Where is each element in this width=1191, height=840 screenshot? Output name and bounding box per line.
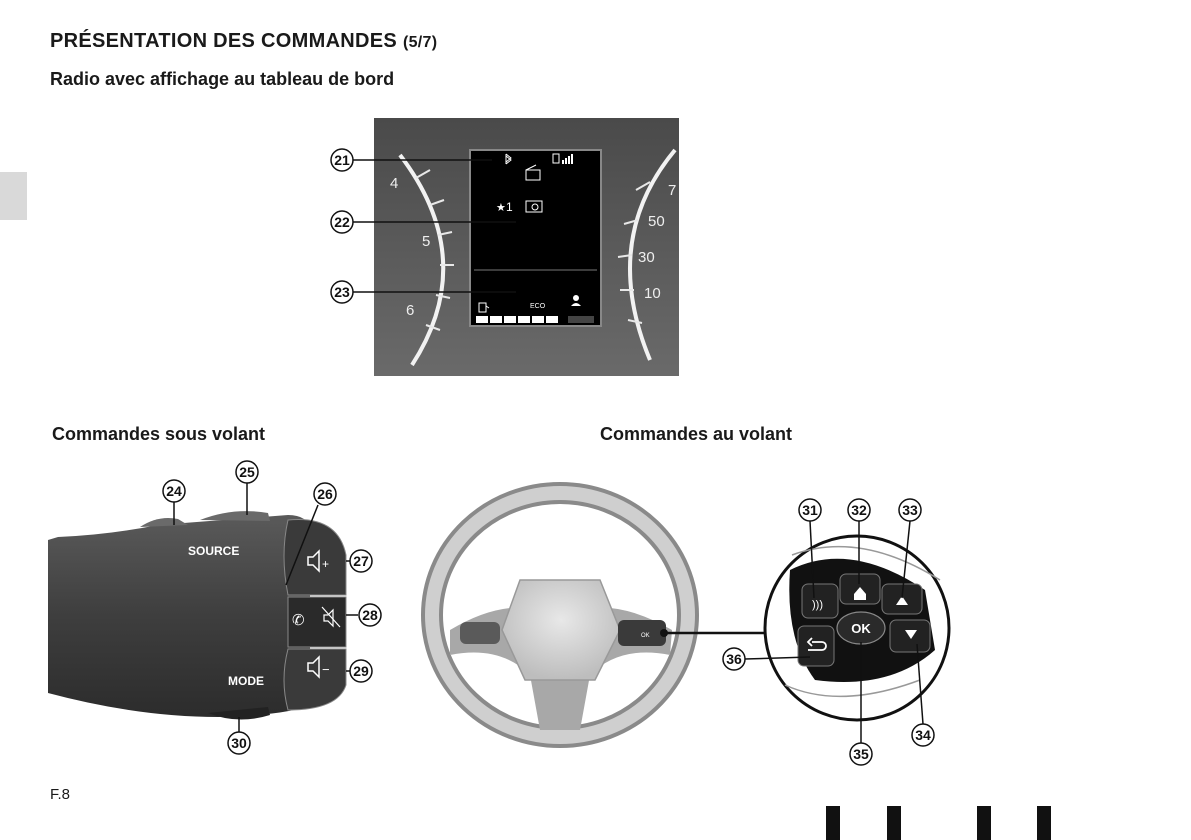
right-gauge-arc — [628, 148, 677, 361]
right-gauge-number: 50 — [648, 213, 665, 230]
stalk-caption: Commandes sous volant — [52, 424, 266, 444]
callout-27-circle — [349, 549, 373, 573]
steering-wheel-illustration: OK ))) OK 31 32 33 34 35 36 — [421, 482, 951, 766]
left-gauge-number: 6 — [406, 302, 414, 319]
callout-number: 33 — [902, 502, 918, 518]
right-gauge-number: 10 — [644, 285, 661, 302]
eco-driver-icon — [571, 295, 581, 306]
section-subtitle: Radio avec affichage au tableau de bord — [50, 69, 395, 89]
callout-34-circle — [911, 723, 935, 747]
print-registration-mark — [1037, 806, 1051, 840]
callout-24-circle — [162, 479, 186, 503]
wheel-caption: Commandes au volant — [600, 424, 793, 444]
callout-31-circle — [798, 498, 822, 522]
up-arrow-icon — [896, 596, 908, 605]
ok-label: OK — [851, 621, 871, 636]
svg-text:))): ))) — [812, 599, 823, 611]
callout-number: 34 — [915, 727, 931, 743]
central-display — [469, 149, 602, 327]
svg-text:+: + — [322, 557, 329, 571]
callout-number: 36 — [726, 651, 742, 667]
fuel-pump-icon — [478, 302, 490, 313]
callout-23-circle — [330, 280, 354, 304]
radio-source-icon — [525, 200, 543, 213]
stalk-body — [48, 515, 310, 717]
stalk-top-button-24 — [140, 518, 188, 527]
callout-number: 27 — [353, 553, 369, 569]
callout-number: 26 — [317, 486, 333, 502]
callout-28-circle — [358, 603, 382, 627]
right-spoke-controls — [618, 620, 666, 646]
callout-21-circle — [330, 148, 354, 172]
callout-26-circle — [313, 482, 337, 506]
left-gauge-number: 4 — [390, 175, 398, 192]
svg-text:−: − — [322, 662, 330, 677]
steering-wheel-hub — [501, 579, 621, 681]
eco-label: ECO — [530, 303, 546, 310]
fm-radio-icon — [525, 164, 541, 181]
callout-number: 35 — [853, 746, 869, 762]
stalk-illustration: SOURCE MODE + ✆ − 24 25 26 27 28 29 30 — [48, 460, 382, 755]
back-button[interactable] — [797, 625, 835, 667]
print-registration-mark — [826, 806, 840, 840]
phone-mute-button[interactable] — [287, 596, 347, 648]
left-gauge-arc — [398, 153, 446, 367]
right-gauge-number: 30 — [638, 249, 655, 266]
bluetooth-icon — [505, 153, 512, 165]
mute-icon — [321, 606, 341, 628]
callout-30-circle — [227, 731, 251, 755]
stalk-top-button-25 — [200, 511, 270, 521]
volume-up-button[interactable] — [283, 518, 347, 596]
voice-icon: ))) — [812, 599, 823, 611]
callout-number: 28 — [362, 607, 378, 623]
voice-button[interactable] — [801, 583, 839, 619]
callout-35-circle — [849, 742, 873, 766]
page-section-indicator: (5/7) — [402, 34, 438, 51]
preset-star-icon: ★ — [496, 202, 506, 214]
back-arrow-icon — [806, 637, 827, 651]
callout-number: 23 — [334, 284, 350, 300]
speaker-minus-icon: − — [307, 655, 330, 679]
volume-down-button[interactable] — [283, 648, 347, 711]
home-icon — [854, 587, 866, 600]
callout-number: 31 — [802, 502, 818, 518]
signal-battery-icon — [552, 153, 573, 164]
callout-22-circle — [330, 210, 354, 234]
callout-36-circle — [722, 647, 746, 671]
callout-25-circle — [235, 460, 259, 484]
stalk-bottom-button-30 — [208, 707, 270, 720]
right-gauge-number: 7 — [668, 182, 676, 199]
fuel-gauge-bar — [476, 316, 594, 323]
mode-label: MODE — [228, 674, 264, 688]
callout-32-circle — [847, 498, 871, 522]
callout-number: 24 — [166, 483, 182, 499]
preset-number: 1 — [506, 200, 513, 214]
page-number: F.8 — [50, 786, 71, 803]
source-label: SOURCE — [188, 544, 239, 558]
page-title: PRÉSENTATION DES COMMANDES (5/7) — [50, 30, 437, 53]
callout-29-circle — [349, 659, 373, 683]
svg-text:✆: ✆ — [292, 612, 305, 629]
print-registration-mark — [887, 806, 901, 840]
page-title-text: PRÉSENTATION DES COMMANDES — [50, 30, 398, 52]
callout-number: 30 — [231, 735, 247, 751]
down-arrow-icon — [905, 630, 917, 639]
dashboard-illustration: 4 5 6 7 50 30 10 ★ 1 ECO 21 22 23 — [330, 118, 679, 376]
print-registration-mark — [977, 806, 991, 840]
phone-icon: ✆ — [292, 612, 305, 629]
callout-number: 21 — [334, 152, 350, 168]
callout-number: 29 — [353, 663, 369, 679]
left-spoke-controls — [460, 622, 500, 644]
callout-number: 22 — [334, 214, 350, 230]
callout-number: 25 — [239, 464, 255, 480]
callout-33-circle — [898, 498, 922, 522]
speaker-plus-icon: + — [307, 549, 329, 573]
side-tab-marker — [0, 172, 27, 220]
callout-number: 32 — [851, 502, 867, 518]
left-gauge-number: 5 — [422, 233, 430, 250]
mini-ok-label: OK — [641, 633, 650, 639]
